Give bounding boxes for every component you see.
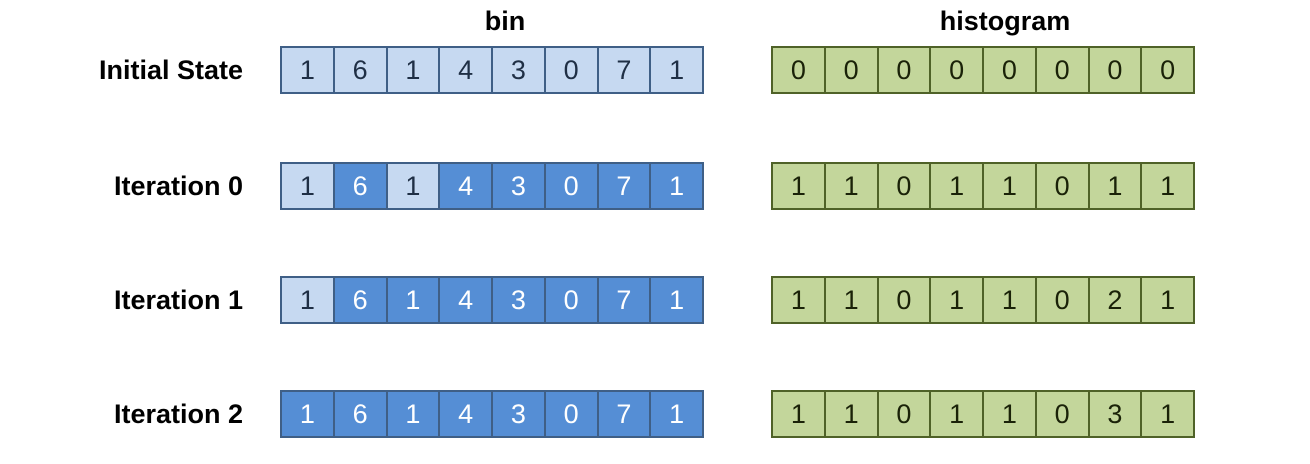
bin-cell: 1: [649, 390, 704, 438]
bin-cell: 1: [280, 46, 335, 94]
row-label: Iteration 1: [113, 285, 243, 315]
histogram-cell: 1: [982, 276, 1037, 324]
histogram-cell: 0: [1140, 46, 1195, 94]
bin-cell: 6: [332, 162, 388, 210]
histogram-cell: 0: [1034, 276, 1090, 324]
bin-cell: 0: [543, 46, 599, 94]
histogram-cell: 0: [771, 46, 826, 94]
bin-cell: 6: [332, 276, 388, 324]
histogram-cell: 1: [929, 162, 984, 210]
histogram-header: histogram: [939, 6, 1071, 36]
histogram-cell: 1: [929, 390, 984, 438]
bin-cell: 1: [385, 162, 441, 210]
histogram-cell: 1: [982, 162, 1037, 210]
bin-cell: 6: [332, 46, 388, 94]
bin-cell: 1: [385, 276, 441, 324]
bin-cell: 4: [438, 276, 493, 324]
bin-cell: 0: [543, 276, 599, 324]
bin-cell: 3: [491, 46, 546, 94]
histogram-cell: 0: [876, 46, 932, 94]
row-label: Iteration 0: [113, 171, 243, 201]
bin-cell: 3: [491, 162, 546, 210]
histogram-cell: 0: [1034, 162, 1090, 210]
bin-cell: 6: [332, 390, 388, 438]
histogram-cell: 0: [929, 46, 984, 94]
histogram-cell: 0: [876, 162, 932, 210]
bin-cell: 1: [280, 276, 335, 324]
histogram-cell: 0: [1087, 46, 1143, 94]
histogram-cell: 1: [771, 162, 826, 210]
bin-cell: 0: [543, 162, 599, 210]
row-label: Initial State: [98, 55, 243, 85]
bin-cell: 1: [649, 276, 704, 324]
bin-cell: 4: [438, 390, 493, 438]
bin-cell: 1: [649, 162, 704, 210]
histogram-cell: 0: [982, 46, 1037, 94]
histogram-cell: 0: [1034, 46, 1090, 94]
histogram-cell: 1: [771, 276, 826, 324]
histogram-cell: 3: [1087, 390, 1143, 438]
bin-cell: 4: [438, 46, 493, 94]
histogram-cell: 1: [982, 390, 1037, 438]
bin-cell: 7: [596, 46, 652, 94]
bin-cell: 3: [491, 276, 546, 324]
bin-cell: 1: [280, 162, 335, 210]
histogram-cell: 0: [876, 390, 932, 438]
histogram-cell: 1: [823, 162, 879, 210]
bin-cell: 7: [596, 276, 652, 324]
bin-cell: 4: [438, 162, 493, 210]
histogram-cell: 2: [1087, 276, 1143, 324]
histogram-cell: 1: [1140, 276, 1195, 324]
histogram-cell: 1: [823, 276, 879, 324]
bin-cell: 1: [649, 46, 704, 94]
bin-cell: 1: [280, 390, 335, 438]
bin-cell: 0: [543, 390, 599, 438]
bin-cell: 3: [491, 390, 546, 438]
bin-cell: 7: [596, 390, 652, 438]
histogram-cell: 1: [771, 390, 826, 438]
bin-header: bin: [484, 6, 526, 36]
bin-cell: 1: [385, 46, 441, 94]
histogram-cell: 1: [1087, 162, 1143, 210]
histogram-cell: 1: [1140, 390, 1195, 438]
bin-cell: 1: [385, 390, 441, 438]
histogram-cell: 0: [1034, 390, 1090, 438]
histogram-cell: 1: [823, 390, 879, 438]
row-label: Iteration 2: [113, 399, 243, 429]
histogram-cell: 1: [929, 276, 984, 324]
bin-cell: 7: [596, 162, 652, 210]
histogram-cell: 0: [876, 276, 932, 324]
histogram-cell: 0: [823, 46, 879, 94]
histogram-cell: 1: [1140, 162, 1195, 210]
